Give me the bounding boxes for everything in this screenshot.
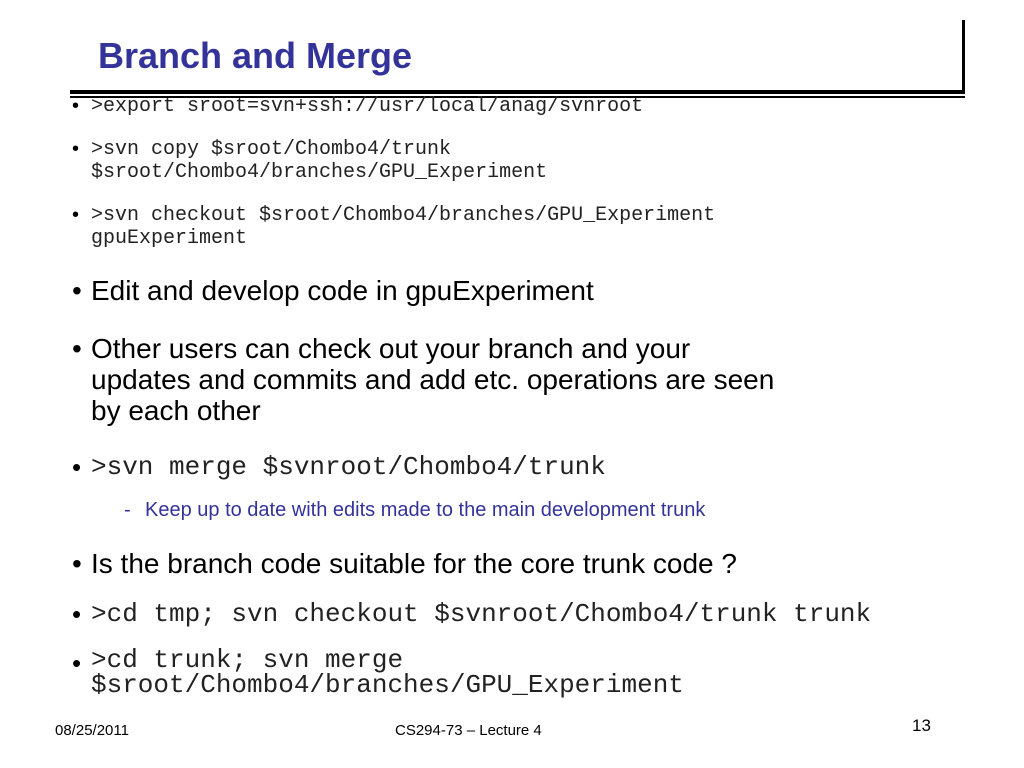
code-line: >cd trunk; svn merge [91, 645, 404, 675]
slide-title: Branch and Merge [98, 35, 413, 76]
footer-course: CS294-73 – Lecture 4 [395, 722, 542, 739]
title-vertical-rule [962, 20, 965, 92]
code-line: >svn merge $svnroot/Chombo4/trunk [91, 452, 606, 482]
page-number: 13 [912, 716, 931, 735]
code-line: gpuExperiment [91, 227, 248, 250]
bullet-marker: • [72, 452, 82, 482]
bullet-text: by each other [91, 395, 261, 426]
bullet-marker: • [72, 138, 80, 160]
bullet-marker: • [72, 548, 82, 579]
bullet-marker: • [72, 95, 80, 117]
code-line: >cd tmp; svn checkout $svnroot/Chombo4/t… [91, 599, 872, 629]
bullet-marker: • [72, 204, 80, 226]
bullet-text: Edit and develop code in gpuExperiment [91, 275, 594, 306]
bullet-text: Is the branch code suitable for the core… [91, 548, 737, 579]
sub-bullet-text: Keep up to date with edits made to the m… [145, 499, 706, 521]
title-underline-thin [70, 96, 965, 98]
code-line: $sroot/Chombo4/branches/GPU_Experiment [91, 161, 548, 184]
bullet-marker: • [72, 599, 82, 629]
sub-bullet-dash: - [124, 499, 131, 521]
title-underline-thick [70, 90, 965, 94]
code-line: >svn checkout $sroot/Chombo4/branches/GP… [91, 204, 716, 227]
bullet-text: Other users can check out your branch an… [91, 333, 691, 364]
code-line: >export sroot=svn+ssh://usr/local/anag/s… [91, 95, 644, 118]
bullet-marker: • [72, 648, 82, 678]
bullet-marker: • [72, 333, 82, 364]
code-line: $sroot/Chombo4/branches/GPU_Experiment [91, 670, 684, 700]
code-line: >svn copy $sroot/Chombo4/trunk [91, 138, 452, 161]
footer-date: 08/25/2011 [55, 722, 129, 739]
bullet-marker: • [72, 275, 82, 306]
bullet-text: updates and commits and add etc. operati… [91, 364, 775, 395]
